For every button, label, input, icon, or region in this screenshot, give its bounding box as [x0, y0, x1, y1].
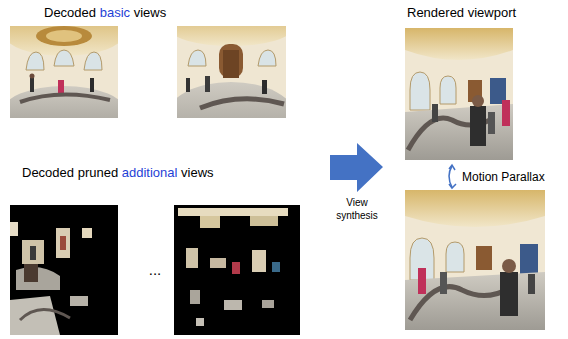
rendered-viewport-image [405, 190, 545, 330]
section-heading: basic [100, 5, 130, 21]
section-heading: views [134, 5, 167, 21]
section-heading: views [181, 165, 214, 181]
pruned-view-image [10, 205, 118, 335]
pruned-view-image [174, 205, 300, 335]
heading-row: Decodedbasicviews [44, 5, 166, 21]
basic-view-image [177, 26, 286, 118]
parallax-arrow [449, 165, 456, 188]
process-label: View synthesis [326, 197, 388, 222]
section-heading: additional [122, 165, 178, 181]
heading-row: Decoded prunedadditionalviews [22, 165, 214, 181]
block-arrow [330, 143, 383, 192]
section-heading: Decoded pruned [22, 165, 118, 181]
annotation-label: Motion Parallax [462, 170, 545, 184]
ellipsis: ... [143, 261, 167, 279]
section-heading: Decoded [44, 5, 96, 21]
rendered-viewport-image [405, 28, 513, 160]
section-heading: Rendered viewport [407, 5, 516, 21]
basic-view-image [10, 26, 118, 118]
